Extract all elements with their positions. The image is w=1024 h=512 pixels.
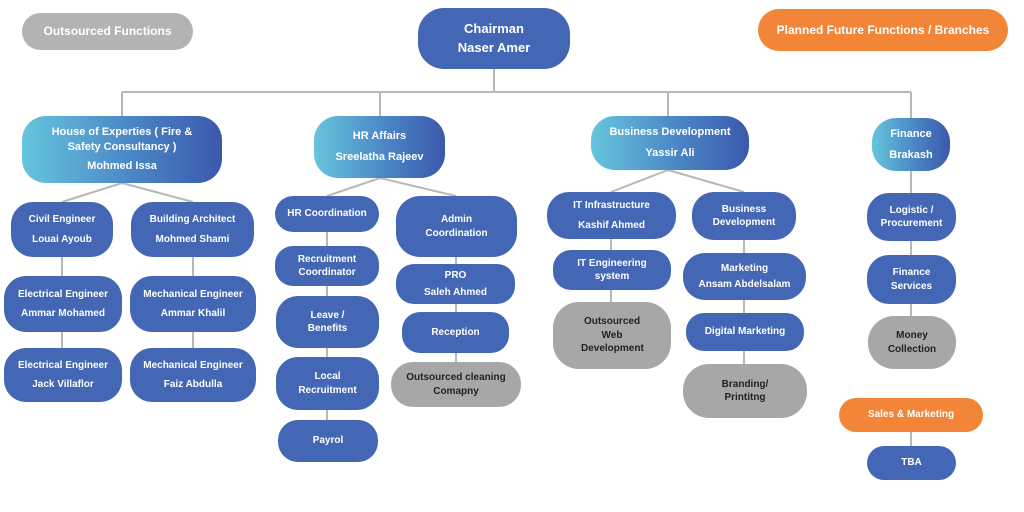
node-title: IT Engineering system — [577, 257, 647, 283]
node-recruitment-coordinator: Recruitment Coordinator — [275, 246, 379, 286]
node-title: Mechanical Engineer — [143, 359, 243, 371]
node-person: Sreelatha Rajeev — [335, 151, 424, 163]
node-title: Outsourced Web Development — [581, 316, 644, 355]
node-tba: TBA — [867, 446, 956, 480]
node-digital-marketing: Digital Marketing — [686, 313, 804, 351]
node-sales-marketing: Sales & Marketing — [839, 398, 983, 432]
node-money-collection: Money Collection — [868, 316, 956, 369]
node-mechanical-engineer-1: Mechanical Engineer Ammar Khalil — [130, 276, 256, 332]
node-title: Logistic / Procurement — [880, 204, 943, 230]
node-it-engineering-system: IT Engineering system — [553, 250, 671, 290]
node-title: Business Development — [609, 126, 731, 139]
node-business-development-sub: Business Development — [692, 192, 796, 240]
node-title: Leave / Benefits — [307, 309, 348, 335]
node-title: Business Development — [712, 203, 776, 229]
node-payrol: Payrol — [278, 420, 378, 462]
node-title: HR Coordination — [287, 208, 367, 220]
node-person: Ammar Mohamed — [21, 308, 105, 319]
node-person: Ansam Abdelsalam — [698, 279, 791, 290]
node-title: Sales & Marketing — [867, 409, 955, 421]
node-outsourced-cleaning: Outsourced cleaning Comapny — [391, 362, 521, 407]
node-logistic-procurement: Logistic / Procurement — [867, 193, 956, 241]
node-title: TBA — [901, 457, 922, 469]
node-title: Local Recruitment — [298, 371, 357, 396]
node-electrical-engineer-2: Electrical Engineer Jack Villaflor — [4, 348, 122, 402]
node-outsourced-web-development: Outsourced Web Development — [553, 302, 671, 369]
node-person: Naser Amer — [457, 39, 531, 55]
node-title: Payrol — [312, 435, 344, 447]
node-title: Electrical Engineer — [17, 288, 109, 300]
node-title: Branding/ Printitng — [721, 378, 769, 404]
node-title: Money Collection — [887, 330, 937, 355]
node-person: Jack Villaflor — [32, 379, 94, 390]
node-electrical-engineer-1: Electrical Engineer Ammar Mohamed — [4, 276, 122, 332]
node-title: Mechanical Engineer — [143, 288, 243, 300]
node-finance: Finance Brakash — [872, 118, 950, 171]
node-admin-coordination: Admin Coordination — [396, 196, 517, 257]
node-title: Finance — [890, 127, 932, 140]
node-person: Ammar Khalil — [160, 308, 226, 319]
node-title: Admin Coordination — [425, 214, 488, 239]
node-person: Mohmed Issa — [87, 160, 157, 173]
legend-planned-label: Planned Future Functions / Branches — [776, 22, 990, 37]
node-hr-affairs: HR Affairs Sreelatha Rajeev — [314, 116, 445, 178]
node-marketing: Marketing Ansam Abdelsalam — [683, 253, 806, 300]
node-title: Outsourced cleaning Comapny — [406, 372, 506, 397]
node-person: Faiz Abdulla — [163, 379, 223, 390]
node-person: Brakash — [889, 148, 933, 161]
node-title: Finance Services — [890, 267, 933, 292]
node-title: Civil Engineer — [28, 214, 96, 225]
node-title: Electrical Engineer — [17, 359, 109, 371]
node-finance-services: Finance Services — [867, 255, 956, 304]
node-business-development: Business Development Yassir Ali — [591, 116, 749, 170]
node-person: Louai Ayoub — [32, 233, 92, 245]
node-title: Building Architect — [149, 214, 236, 225]
node-title: Reception — [431, 326, 480, 338]
node-pro: PRO Saleh Ahmed — [396, 264, 515, 304]
legend-outsourced: Outsourced Functions — [22, 13, 193, 50]
node-person: Kashif Ahmed — [578, 219, 645, 231]
node-title: Digital Marketing — [704, 326, 786, 338]
node-building-architect: Building Architect Mohmed Shami — [131, 202, 254, 257]
legend-outsourced-label: Outsourced Functions — [43, 24, 172, 39]
legend-planned: Planned Future Functions / Branches — [758, 9, 1008, 51]
node-hr-coordination: HR Coordination — [275, 196, 379, 232]
node-person: Yassir Ali — [645, 147, 695, 159]
node-house-of-experties: House of Experties ( Fire & Safety Consu… — [22, 116, 222, 183]
node-person: Saleh Ahmed — [424, 286, 487, 298]
node-leave-benefits: Leave / Benefits — [276, 296, 379, 348]
node-local-recruitment: Local Recruitment — [276, 357, 379, 410]
node-mechanical-engineer-2: Mechanical Engineer Faiz Abdulla — [130, 348, 256, 402]
node-title: Marketing — [720, 262, 769, 274]
node-title: HR Affairs — [352, 130, 407, 143]
node-person: Mohmed Shami — [155, 233, 230, 245]
node-civil-engineer: Civil Engineer Louai Ayoub — [11, 202, 113, 257]
node-branding-printing: Branding/ Printitng — [683, 364, 807, 418]
node-reception: Reception — [402, 312, 509, 353]
node-it-infrastructure: IT Infrastructure Kashif Ahmed — [547, 192, 676, 239]
node-title: House of Experties ( Fire & Safety Consu… — [51, 125, 193, 153]
node-title: PRO — [444, 270, 467, 281]
node-title: IT Infrastructure — [573, 200, 650, 211]
node-chairman: Chairman Naser Amer — [418, 8, 570, 69]
node-title: Recruitment Coordinator — [297, 253, 357, 279]
node-title: Chairman — [464, 20, 524, 36]
